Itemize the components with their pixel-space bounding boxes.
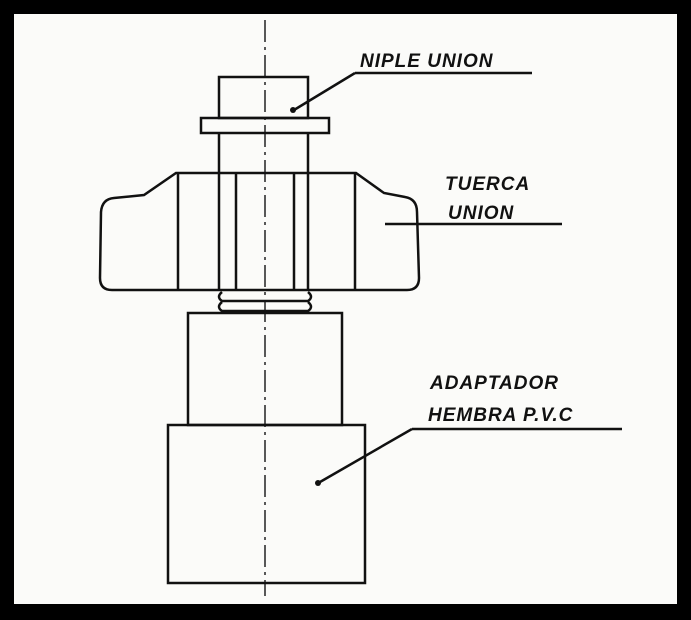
tuerca-union-part — [98, 171, 421, 292]
adaptador-hembra-part — [166, 311, 367, 585]
paper — [14, 14, 677, 604]
label-niple-union: NIPLE UNION — [360, 51, 494, 72]
label-hembra-pvc: HEMBRA P.V.C — [428, 405, 573, 426]
thread — [217, 291, 313, 313]
leader-lines — [290, 71, 622, 486]
label-tuerca: TUERCA — [445, 174, 530, 195]
label-union: UNION — [448, 203, 515, 224]
niple-union-part — [199, 75, 331, 290]
label-adaptador: ADAPTADOR — [429, 373, 559, 394]
